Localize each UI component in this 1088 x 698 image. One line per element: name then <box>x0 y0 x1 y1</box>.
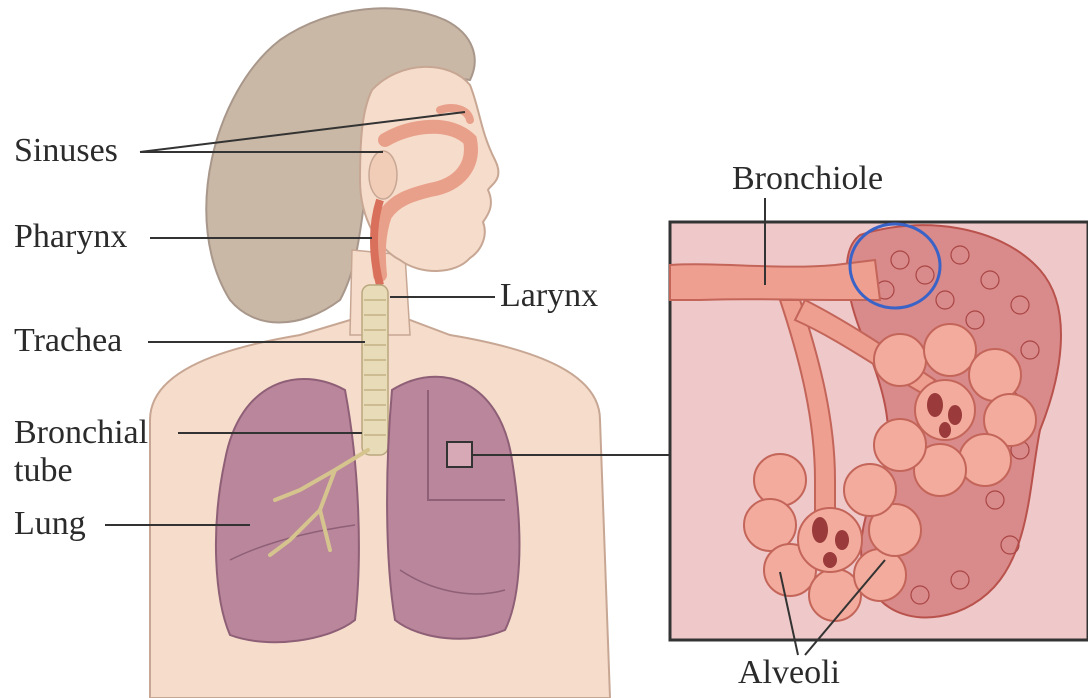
trachea-tube <box>362 285 388 455</box>
pharynx-label: Pharynx <box>14 220 127 254</box>
bronchial-tube-label-line1: Bronchial <box>14 416 148 450</box>
alveoli-inset <box>670 222 1088 640</box>
bronchiole-label: Bronchiole <box>732 162 883 196</box>
lung-label: Lung <box>14 507 86 541</box>
zoom-box <box>447 442 472 467</box>
bronchial-tube-label-line2: tube <box>14 454 73 488</box>
alveoli-label: Alveoli <box>738 656 840 690</box>
ear <box>369 151 397 199</box>
larynx-label: Larynx <box>500 279 598 313</box>
sinuses-label: Sinuses <box>14 134 118 168</box>
trachea-label: Trachea <box>14 324 122 358</box>
